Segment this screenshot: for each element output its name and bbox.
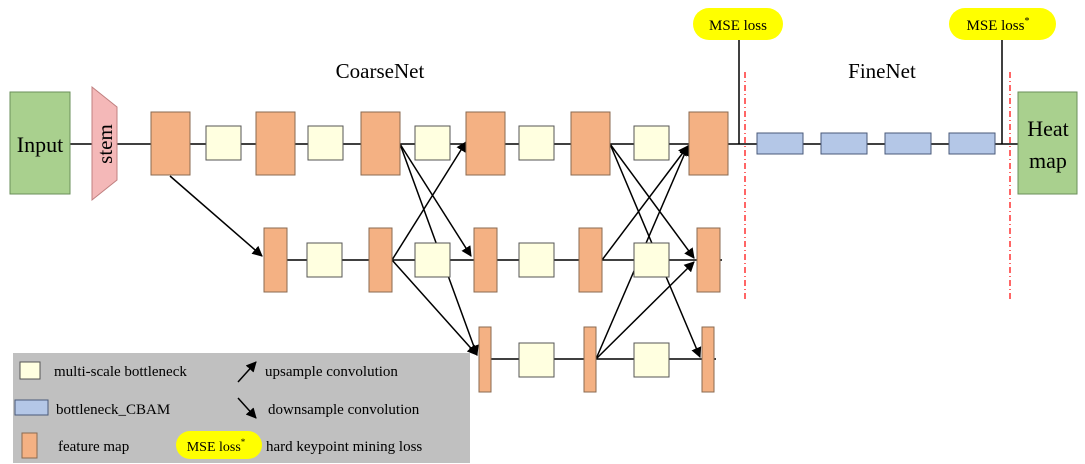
downsample-arrow bbox=[169, 175, 263, 257]
multi-scale-bottleneck bbox=[633, 242, 670, 278]
multi-scale-bottleneck bbox=[633, 125, 670, 161]
feature-map bbox=[255, 111, 296, 176]
downsample-arrow bbox=[399, 143, 472, 257]
legend-mse-star-label: MSE loss* bbox=[187, 437, 246, 455]
input-block bbox=[9, 91, 71, 195]
bottleneck-cbam bbox=[948, 132, 996, 155]
input-label: Input bbox=[17, 132, 63, 157]
heatmap-label-line2: map bbox=[1029, 148, 1067, 173]
mse-loss-star-badge bbox=[949, 8, 1056, 40]
feature-map bbox=[368, 227, 393, 293]
finenet-cbam-blocks bbox=[756, 132, 996, 155]
legend: multi-scale bottleneck upsample convolut… bbox=[14, 361, 422, 459]
multi-scale-bottleneck bbox=[414, 125, 451, 161]
feature-map bbox=[150, 111, 191, 176]
multi-scale-bottleneck bbox=[306, 242, 343, 278]
legend-mse-star-badge bbox=[176, 431, 262, 459]
row3-feature-maps bbox=[478, 326, 715, 393]
multi-scale-bottleneck bbox=[633, 342, 670, 378]
legend-bottleneck-label: multi-scale bottleneck bbox=[54, 364, 187, 380]
feature-map bbox=[583, 326, 597, 393]
feature-map bbox=[473, 227, 498, 293]
legend-upsample-label: upsample convolution bbox=[265, 364, 398, 380]
stem-label: stem bbox=[93, 124, 117, 164]
row1-bottlenecks bbox=[205, 125, 670, 161]
downsample-arrow bbox=[391, 259, 478, 356]
row1-feature-maps bbox=[150, 111, 729, 176]
multi-scale-bottleneck bbox=[205, 125, 242, 161]
heatmap-block bbox=[1017, 91, 1078, 195]
upsample-arrow bbox=[391, 141, 467, 261]
multi-scale-bottleneck bbox=[518, 342, 555, 378]
feature-map bbox=[263, 227, 288, 293]
asterisk: * bbox=[1024, 16, 1029, 27]
multi-scale-bottleneck bbox=[307, 125, 344, 161]
mse-loss-label: MSE loss bbox=[709, 18, 767, 34]
feature-map bbox=[478, 326, 492, 393]
legend-downsample-label: downsample convolution bbox=[268, 402, 420, 418]
legend-upsample-arrow bbox=[237, 361, 257, 383]
legend-downsample-arrow bbox=[237, 397, 257, 419]
feature-map bbox=[360, 111, 401, 176]
finenet-title: FineNet bbox=[848, 59, 916, 83]
bottleneck-cbam bbox=[820, 132, 868, 155]
bottleneck-cbam bbox=[756, 132, 804, 155]
stem-block bbox=[91, 85, 118, 202]
feature-map bbox=[696, 227, 721, 293]
feature-map bbox=[465, 111, 506, 176]
coarsenet-title: CoarseNet bbox=[336, 59, 425, 83]
row2-bottlenecks bbox=[306, 242, 670, 278]
upsample-arrow bbox=[601, 145, 689, 261]
stage-dividers bbox=[744, 72, 1011, 300]
legend-bottleneck-swatch bbox=[19, 361, 41, 380]
mse-loss-star-label: MSE loss* bbox=[967, 16, 1030, 34]
legend-hard-mining-label: hard keypoint mining loss bbox=[266, 439, 422, 455]
heatmap-label-line1: Heat bbox=[1027, 116, 1069, 141]
row3-bottlenecks bbox=[518, 342, 670, 378]
legend-feature-map-swatch bbox=[21, 432, 38, 459]
legend-cbam-label: bottleneck_CBAM bbox=[56, 402, 170, 418]
asterisk: * bbox=[241, 437, 246, 447]
feature-map bbox=[578, 227, 603, 293]
multi-scale-bottleneck bbox=[518, 125, 555, 161]
feature-map bbox=[688, 111, 729, 176]
bottleneck-cbam bbox=[884, 132, 932, 155]
multi-scale-bottleneck bbox=[518, 242, 555, 278]
row2-feature-maps bbox=[263, 227, 721, 293]
downsample-arrow bbox=[609, 143, 695, 259]
feature-map bbox=[701, 326, 715, 393]
feature-map bbox=[570, 111, 611, 176]
main-path-lines bbox=[70, 40, 1018, 360]
legend-cbam-swatch bbox=[14, 399, 49, 416]
upsample-arrow bbox=[595, 261, 695, 360]
multi-scale-bottleneck bbox=[414, 242, 451, 278]
legend-feature-map-label: feature map bbox=[58, 439, 129, 455]
mse-loss-badge bbox=[693, 8, 783, 40]
